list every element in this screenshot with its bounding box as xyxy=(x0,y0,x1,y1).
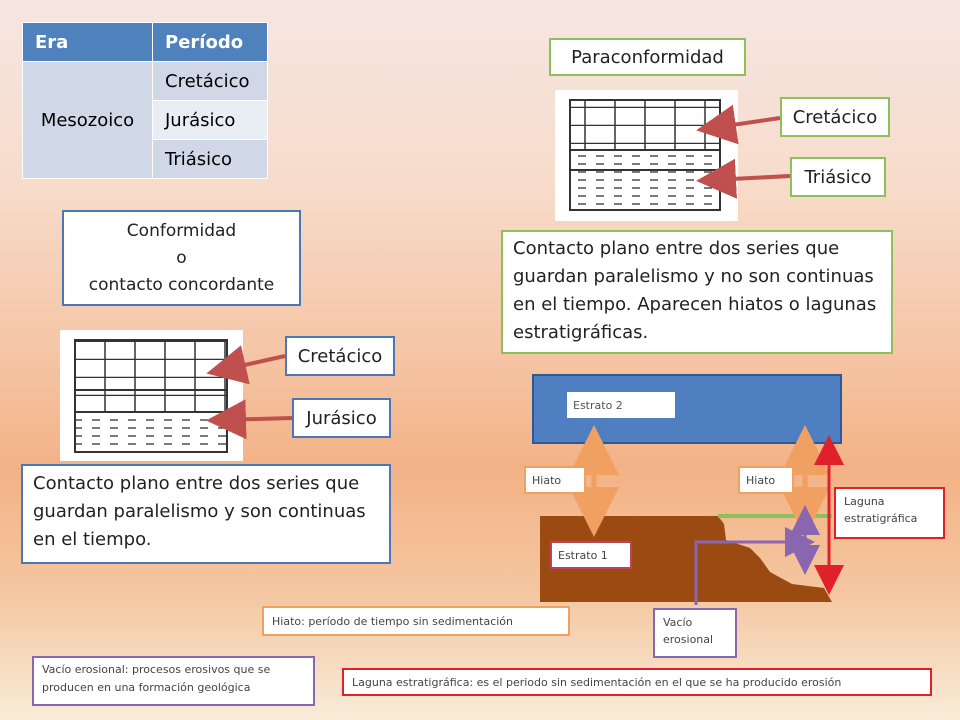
arrow-cretacico-conf xyxy=(206,345,286,385)
estrato1-label: Estrato 1 xyxy=(550,541,632,569)
label-jurasico-conf: Jurásico xyxy=(292,398,391,438)
table-header-era: Era xyxy=(22,22,153,62)
hiato-label-left: Hiato xyxy=(524,466,586,494)
paraconformidad-figure xyxy=(555,90,791,221)
era-period-table: Era Período Mesozoico Cretácico Jurásico… xyxy=(22,22,268,179)
paraconformidad-description: Contacto plano entre dos series que guar… xyxy=(501,230,893,354)
conformidad-description: Contacto plano entre dos series que guar… xyxy=(21,464,391,564)
conformidad-title-line3: contacto concordante xyxy=(88,274,275,295)
laguna-label: Laguna estratigráfica xyxy=(834,487,945,539)
label-cretacico-conf: Cretácico xyxy=(285,336,395,376)
arrow-cretacico-para xyxy=(696,104,781,145)
hiato-diagram xyxy=(532,374,844,605)
period-triasico: Triásico xyxy=(152,139,268,179)
paraconformidad-title: Paraconformidad xyxy=(549,38,746,76)
table-header-period: Período xyxy=(152,22,268,62)
laguna-definition: Laguna estratigráfica: es el periodo sin… xyxy=(342,668,932,696)
period-jurasico: Jurásico xyxy=(152,100,268,140)
conformidad-figure xyxy=(60,330,293,461)
vacio-definition: Vacío erosional: procesos erosivos que s… xyxy=(32,656,315,706)
conformidad-title-line2: o xyxy=(176,247,187,268)
era-mesozoico: Mesozoico xyxy=(22,61,153,179)
hiato-label-right: Hiato xyxy=(738,466,794,494)
label-cretacico-para: Cretácico xyxy=(780,97,890,137)
arrow-jurasico-conf xyxy=(206,399,293,440)
arrow-triasico-para xyxy=(696,158,791,199)
hiato-definition: Hiato: período de tiempo sin sedimentaci… xyxy=(262,606,570,636)
conformidad-title-line1: Conformidad xyxy=(126,220,237,241)
estrato2-label: Estrato 2 xyxy=(567,392,675,418)
vacio-pointer xyxy=(694,527,815,605)
period-cretacico: Cretácico xyxy=(152,61,268,101)
conformidad-title: Conformidad o contacto concordante xyxy=(62,210,301,306)
label-triasico-para: Triásico xyxy=(790,157,886,197)
vacio-label: Vacío erosional xyxy=(653,608,737,658)
estrato1-layer xyxy=(540,516,832,602)
